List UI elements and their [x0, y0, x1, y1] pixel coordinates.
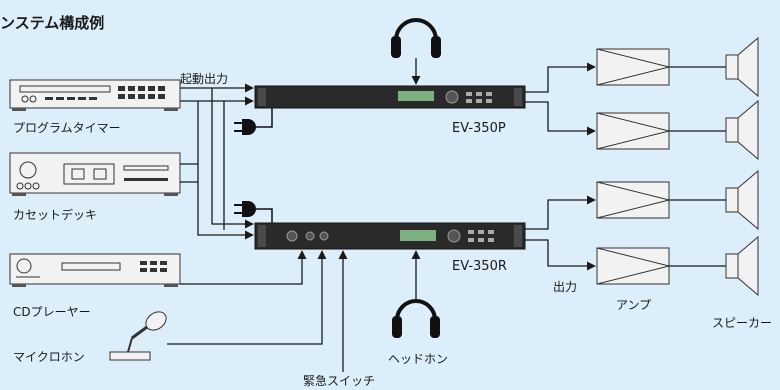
- power-plug-icon: [234, 108, 273, 135]
- headphones-label: ヘッドホン: [388, 352, 449, 366]
- speaker-icon: [725, 235, 759, 297]
- amplifier: [596, 112, 670, 150]
- cd-player-label: CDプレーヤー: [13, 305, 91, 319]
- cd-player-device: [9, 253, 181, 287]
- cassette-deck-label: カセットデッキ: [13, 208, 98, 222]
- diagram-title: ンステム構成例: [0, 14, 105, 32]
- amplifier: [596, 247, 670, 285]
- ev-350r-unit: [254, 222, 526, 250]
- output-label: 出力: [553, 280, 578, 294]
- speaker-icon: [725, 99, 759, 161]
- microphone-device: [109, 311, 167, 361]
- headphones-icon: [391, 18, 441, 58]
- amplifier: [596, 48, 670, 86]
- cassette-deck-device: [9, 152, 181, 196]
- speaker-icon: [725, 169, 759, 231]
- model-bottom-label: EV-350R: [452, 259, 507, 274]
- microphone-label: マイクロホン: [13, 350, 85, 364]
- emergency-switch-label: 緊急スイッチ: [303, 374, 376, 388]
- headphones-icon: [392, 299, 440, 338]
- ev-350p-unit: [254, 85, 526, 109]
- program-timer-device: [9, 79, 181, 111]
- power-plug-icon: [234, 201, 273, 223]
- program-timer-label: プログラムタイマー: [13, 121, 121, 135]
- model-top-label: EV-350P: [452, 121, 506, 136]
- amp-label: アンプ: [616, 298, 652, 312]
- connection-lines: [167, 58, 726, 372]
- speaker-icon: [725, 36, 759, 98]
- trigger-output-label: 起動出力: [180, 72, 229, 86]
- amplifier: [596, 181, 670, 219]
- speaker-label: スピーカー: [712, 316, 773, 330]
